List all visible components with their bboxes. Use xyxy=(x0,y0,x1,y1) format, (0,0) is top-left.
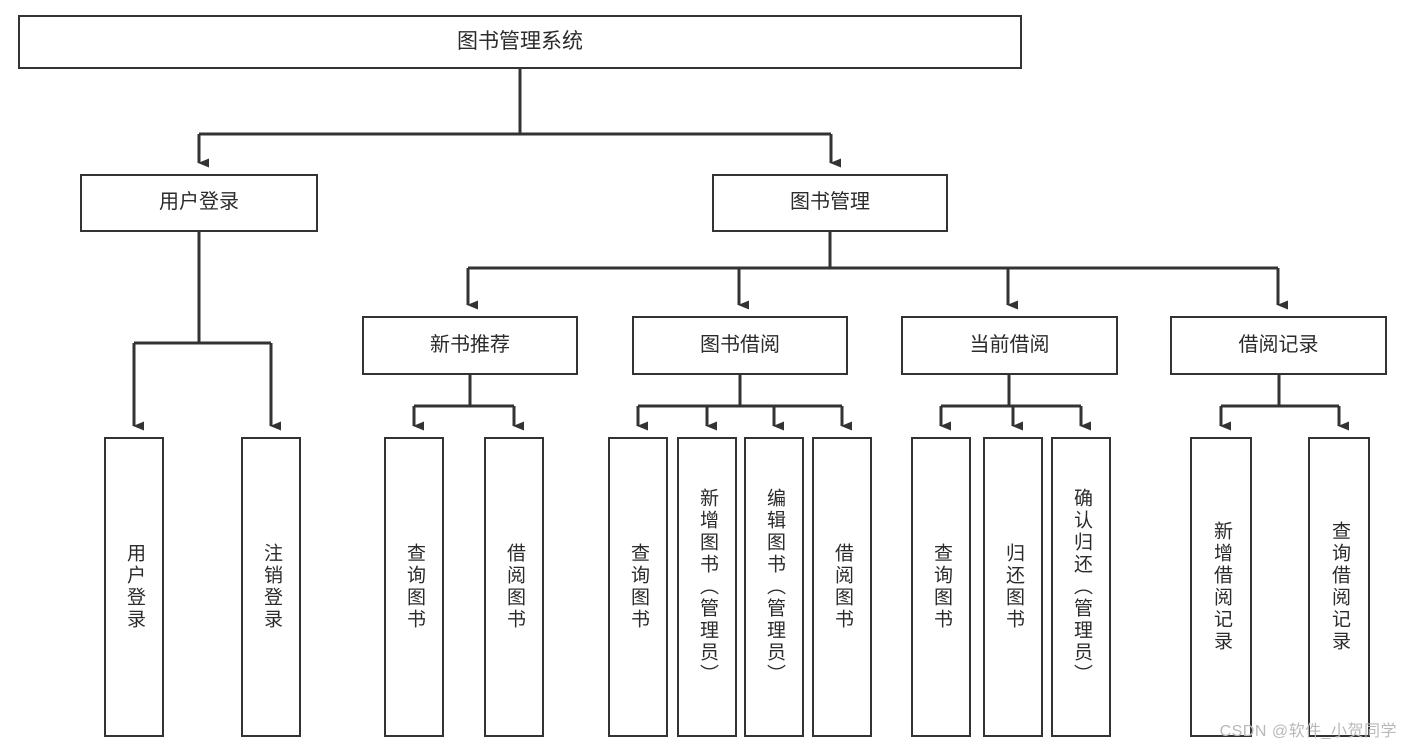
leaf-add-borrow-record[interactable]: 新增借阅记录 xyxy=(1190,437,1252,737)
node-label: 用户登录 xyxy=(159,191,239,214)
node-label: 查询图书 xyxy=(930,543,952,631)
node-label: 归还图书 xyxy=(1002,543,1024,631)
node-label: 新书推荐 xyxy=(430,333,510,356)
leaf-edit-book-admin[interactable]: 编辑图书（管理员） xyxy=(744,437,804,737)
edge-group-bookmgmt xyxy=(466,232,1288,310)
edge-group-current xyxy=(939,375,1091,431)
leaf-confirm-return-admin[interactable]: 确认归还（管理员） xyxy=(1051,437,1111,737)
edge-group-newbook xyxy=(412,375,524,431)
node-label: 新增图书（管理员） xyxy=(696,488,718,686)
node-label: 图书管理系统 xyxy=(457,29,583,53)
leaf-query-borrow-record[interactable]: 查询借阅记录 xyxy=(1308,437,1370,737)
leaf-lend-book[interactable]: 借阅图书 xyxy=(812,437,872,737)
edge-group-borrow xyxy=(636,375,852,431)
node-label: 注销登录 xyxy=(260,543,282,631)
node-new-book-recommend[interactable]: 新书推荐 xyxy=(362,316,578,375)
node-label: 查询图书 xyxy=(627,543,649,631)
node-book-borrow[interactable]: 图书借阅 xyxy=(632,316,848,375)
node-label: 当前借阅 xyxy=(969,333,1050,356)
node-label: 借阅图书 xyxy=(831,543,853,631)
leaf-logout-login[interactable]: 注销登录 xyxy=(241,437,301,737)
leaf-user-login[interactable]: 用户登录 xyxy=(104,437,164,737)
leaf-query-book-current[interactable]: 查询图书 xyxy=(911,437,971,737)
edge-group-userlogin xyxy=(132,232,281,431)
leaf-add-book-admin[interactable]: 新增图书（管理员） xyxy=(677,437,737,737)
node-label: 借阅图书 xyxy=(503,543,525,631)
node-label: 图书管理 xyxy=(790,191,870,214)
node-label: 编辑图书（管理员） xyxy=(763,488,785,686)
node-user-login[interactable]: 用户登录 xyxy=(80,174,318,232)
node-label: 查询借阅记录 xyxy=(1328,521,1350,653)
node-label: 查询图书 xyxy=(403,543,425,631)
leaf-return-book[interactable]: 归还图书 xyxy=(983,437,1043,737)
node-label: 新增借阅记录 xyxy=(1210,521,1232,653)
node-label: 确认归还（管理员） xyxy=(1070,488,1092,686)
leaf-query-book-newbook[interactable]: 查询图书 xyxy=(384,437,444,737)
node-label: 借阅记录 xyxy=(1238,333,1319,356)
leaf-query-book-borrow[interactable]: 查询图书 xyxy=(608,437,668,737)
edge-group-root xyxy=(197,69,841,168)
watermark-credit: CSDN @软件_小贺同学 xyxy=(1219,723,1397,740)
node-label: 图书借阅 xyxy=(700,333,780,356)
node-root-system[interactable]: 图书管理系统 xyxy=(18,15,1022,69)
node-label: 用户登录 xyxy=(123,543,145,631)
node-borrow-record[interactable]: 借阅记录 xyxy=(1170,316,1387,375)
node-current-borrow[interactable]: 当前借阅 xyxy=(901,316,1118,375)
node-book-management[interactable]: 图书管理 xyxy=(712,174,948,232)
leaf-borrow-book-newbook[interactable]: 借阅图书 xyxy=(484,437,544,737)
edge-group-record xyxy=(1219,375,1349,431)
